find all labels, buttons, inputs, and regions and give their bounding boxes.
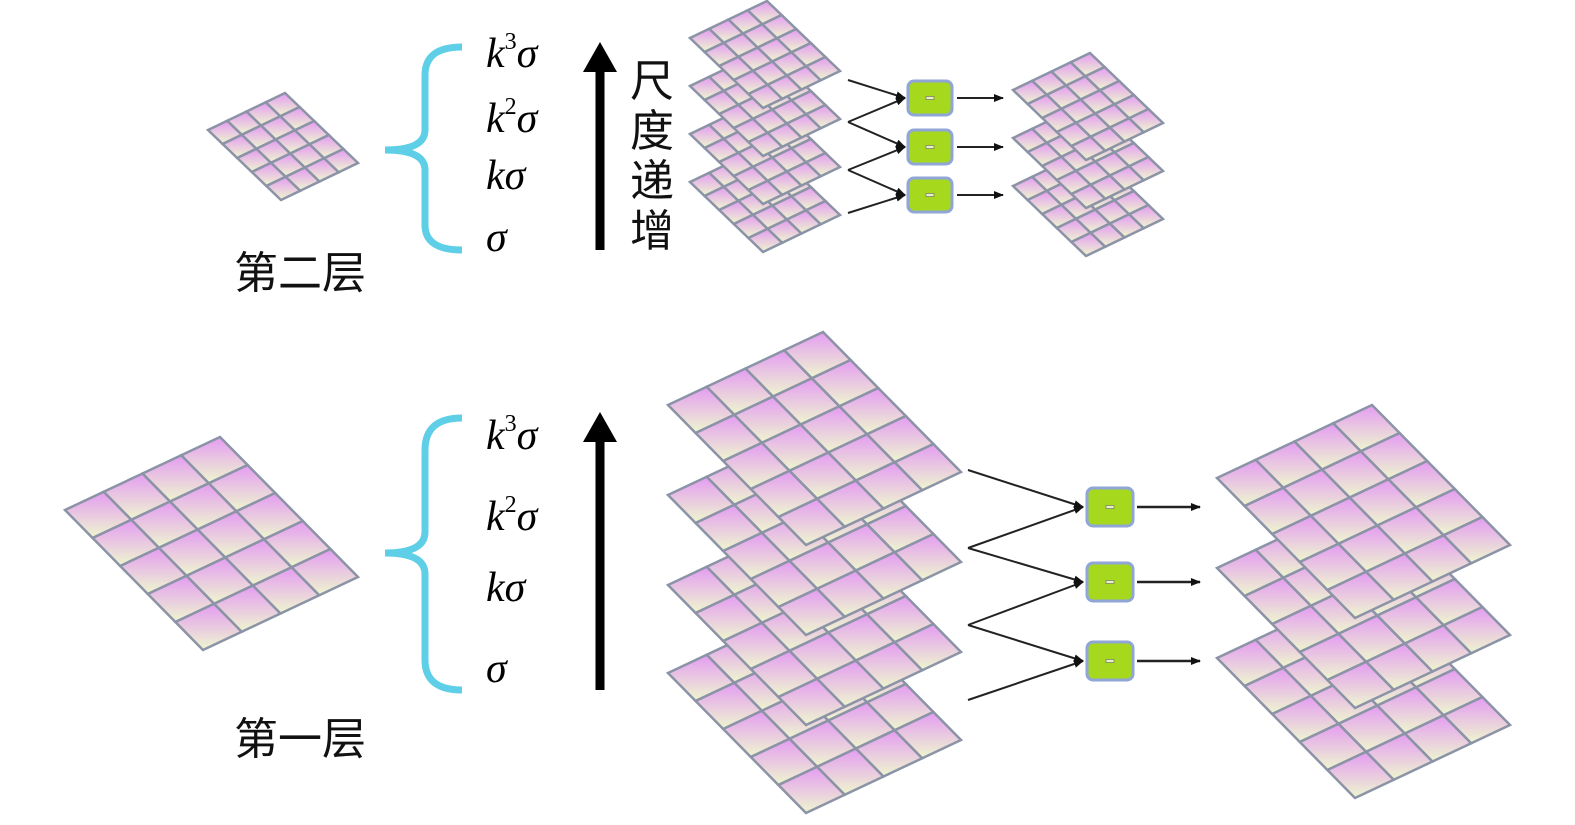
bracket-layer2	[384, 43, 463, 254]
scale-sym: σ	[516, 494, 538, 540]
scale-sym: σ	[504, 565, 526, 611]
flow-arrow	[967, 469, 1084, 509]
subtract-box-icon	[1085, 561, 1135, 603]
grid-layer1-dog	[1214, 403, 1513, 620]
subtract-box-icon	[1085, 640, 1135, 682]
subtract-box-icon	[1085, 486, 1135, 528]
flow-arrow	[847, 121, 906, 148]
scale-base: k	[486, 31, 505, 77]
scale-label-sigma: σ	[486, 648, 507, 690]
scale-label-k: kσ	[486, 155, 525, 197]
scale-sym: σ	[516, 31, 538, 77]
scale-exp: 3	[504, 411, 517, 437]
flow-arrow	[847, 97, 906, 123]
grid-cell	[803, 151, 843, 178]
flow-arrow	[847, 193, 906, 214]
scale-label-k2: k2σ	[486, 95, 537, 140]
grid-cell	[1126, 155, 1166, 182]
scale-exp: 2	[504, 492, 517, 518]
flow-arrow	[967, 581, 1084, 626]
flow-arrow	[967, 547, 1084, 584]
flow-arrow	[847, 146, 906, 171]
flow-arrow	[847, 79, 906, 100]
grid-cell	[892, 532, 964, 582]
subtract-box-icon	[906, 176, 954, 214]
layer-label-2: 第二层	[234, 248, 366, 299]
flow-arrow	[847, 169, 906, 196]
scale-base: k	[486, 153, 505, 199]
grid-cell	[1126, 203, 1166, 230]
scale-base: k	[486, 96, 505, 142]
layer-label-1: 第一层	[234, 714, 366, 765]
grid-cell	[803, 55, 843, 82]
grid-cell	[892, 710, 964, 760]
grid-layer2-input	[205, 91, 361, 202]
scale-sym: σ	[486, 215, 507, 261]
flow-arrow	[967, 660, 1084, 701]
scale-label-sigma: σ	[486, 217, 507, 259]
scale-label-k: kσ	[486, 567, 525, 609]
scale-sym: σ	[516, 413, 538, 459]
grid-cell	[1441, 695, 1513, 745]
flow-arrow	[967, 624, 1084, 663]
grid-cell	[892, 442, 964, 492]
grid-layer1-input	[62, 435, 361, 652]
grid-layer2-dog	[1010, 51, 1166, 162]
scale-base: k	[486, 413, 505, 459]
grid-cell	[1441, 515, 1513, 565]
scale-base: k	[486, 494, 505, 540]
scale-label-k3: k3σ	[486, 30, 537, 75]
subtract-box-icon	[906, 128, 954, 166]
grid-cell	[1441, 605, 1513, 655]
scale-exp: 3	[504, 29, 517, 55]
grid-cell	[289, 547, 361, 597]
grid-cell	[321, 147, 361, 174]
grid-cell	[803, 199, 843, 226]
scale-increasing-label: 尺度递增	[630, 56, 674, 257]
scale-base: k	[486, 565, 505, 611]
subtract-box-icon	[906, 79, 954, 117]
scale-label-k2: k2σ	[486, 493, 537, 538]
bracket-layer1	[384, 414, 463, 694]
scale-sym: σ	[504, 153, 526, 199]
scale-sym: σ	[486, 646, 507, 692]
grid-cell	[892, 622, 964, 672]
grid-cell	[1126, 107, 1166, 134]
scale-sym: σ	[516, 96, 538, 142]
grid-cell	[803, 103, 843, 130]
scale-exp: 2	[504, 94, 517, 120]
scale-label-k3: k3σ	[486, 412, 537, 457]
grid-layer2-gaussian	[687, 0, 843, 110]
flow-arrow	[967, 506, 1084, 549]
grid-layer1-gaussian	[665, 330, 964, 547]
